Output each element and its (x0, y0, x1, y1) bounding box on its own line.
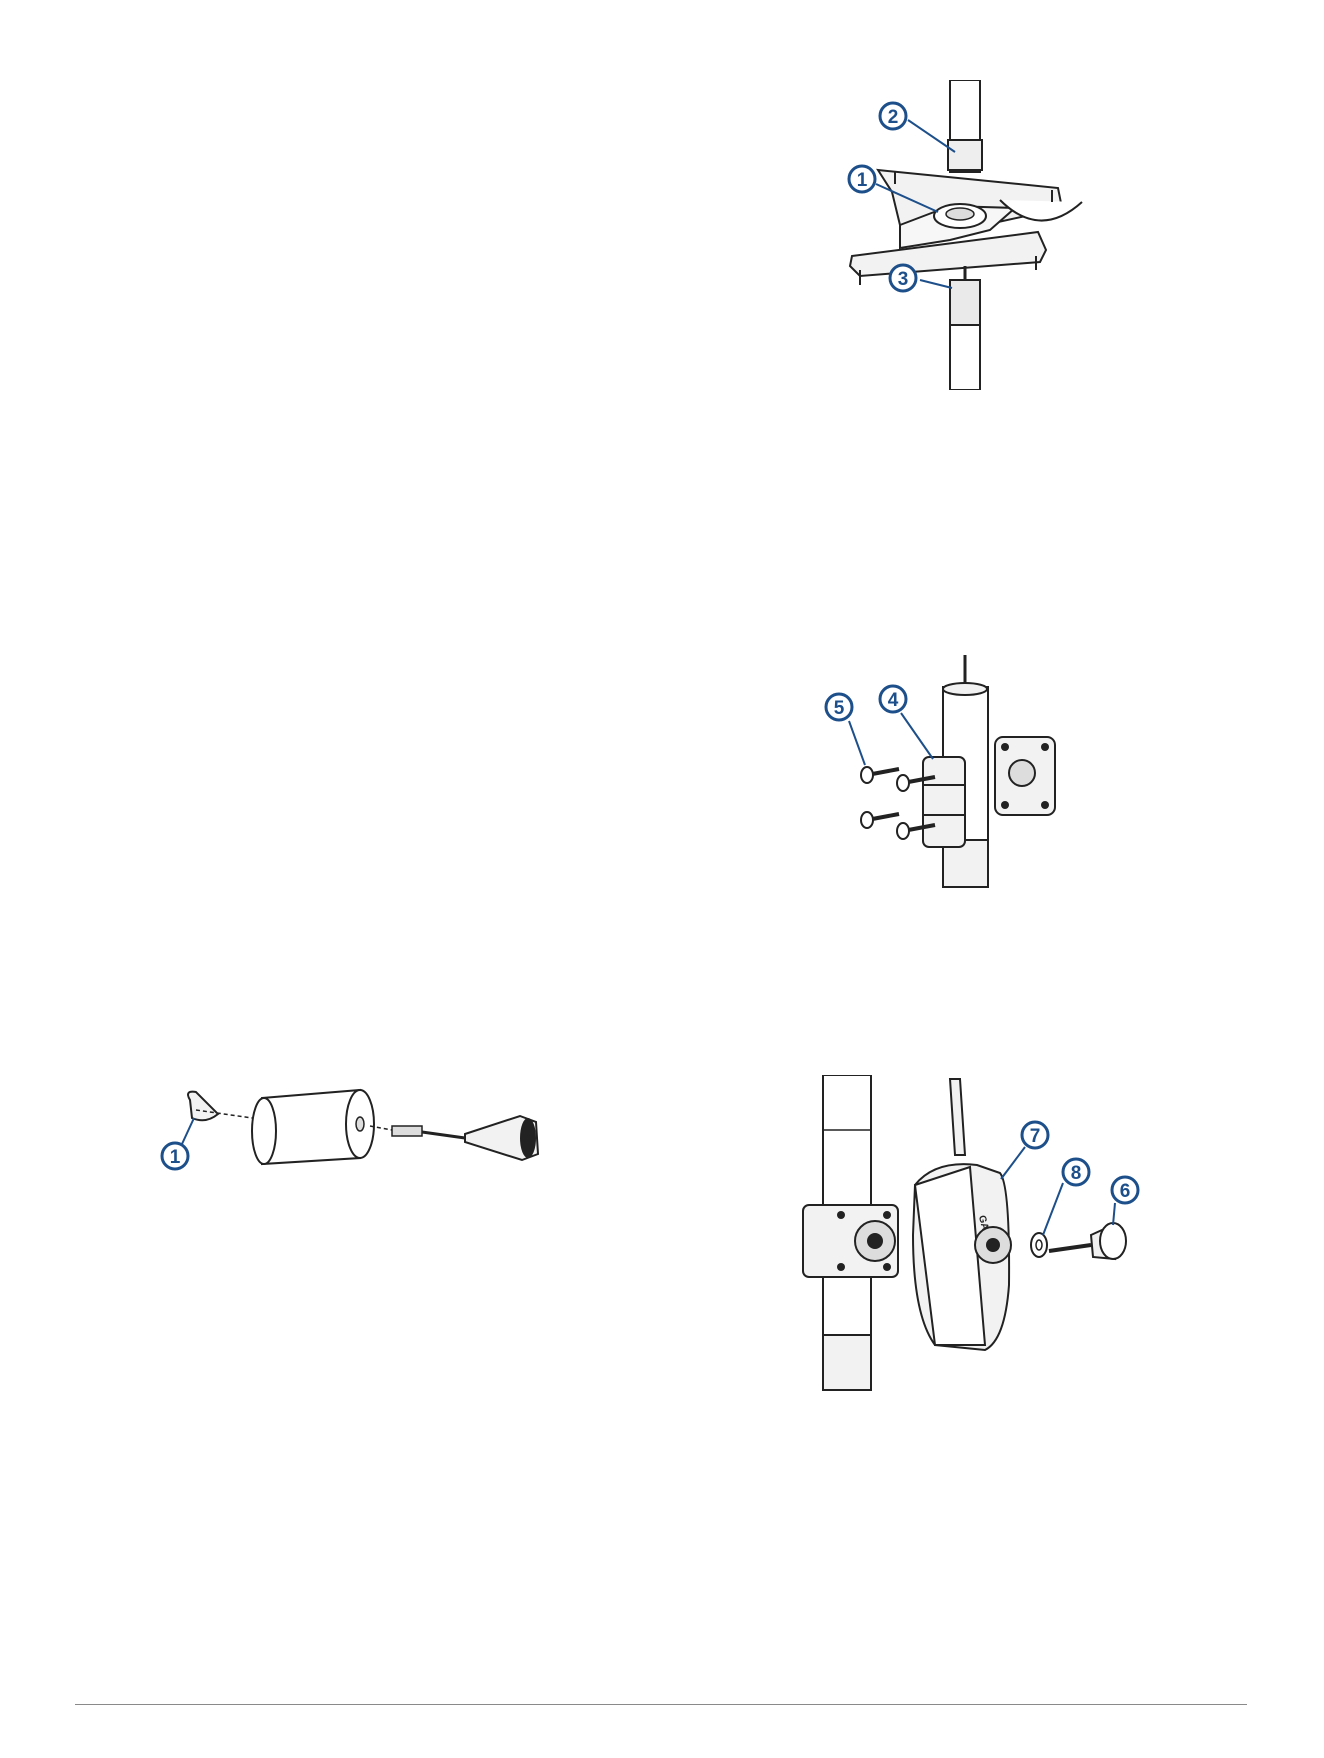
figure-transducer-cable: 1 (160, 1080, 550, 1200)
callout-2: 2 (880, 103, 906, 129)
svg-text:4: 4 (888, 690, 899, 711)
callout-8: 8 (1063, 1159, 1089, 1185)
svg-text:3: 3 (898, 269, 909, 290)
footer-rule (75, 1704, 1247, 1705)
figure-shaft-bracket: 5 4 (805, 655, 1070, 890)
transducer-cable-illustration: 1 (160, 1080, 550, 1200)
callout-4: 4 (880, 686, 906, 712)
callout-7: 7 (1022, 1122, 1048, 1148)
svg-text:8: 8 (1071, 1163, 1082, 1184)
figure-device-mount: GARMIN 7 8 6 (795, 1075, 1170, 1395)
svg-text:6: 6 (1120, 1181, 1131, 1202)
svg-text:2: 2 (888, 107, 899, 128)
svg-text:7: 7 (1030, 1126, 1041, 1147)
shaft-clamp-illustration: 2 1 3 (800, 80, 1100, 390)
callout-6: 6 (1112, 1177, 1138, 1203)
svg-text:1: 1 (170, 1147, 181, 1168)
callout-5: 5 (826, 694, 852, 720)
figure-shaft-clamp: 2 1 3 (800, 80, 1100, 390)
callout-1: 1 (162, 1143, 188, 1169)
svg-text:1: 1 (857, 170, 868, 191)
callout-1: 1 (849, 166, 875, 192)
callout-3: 3 (890, 265, 916, 291)
svg-text:5: 5 (834, 698, 845, 719)
shaft-bracket-illustration: 5 4 (805, 655, 1070, 890)
device-mount-illustration: GARMIN 7 8 6 (795, 1075, 1170, 1395)
